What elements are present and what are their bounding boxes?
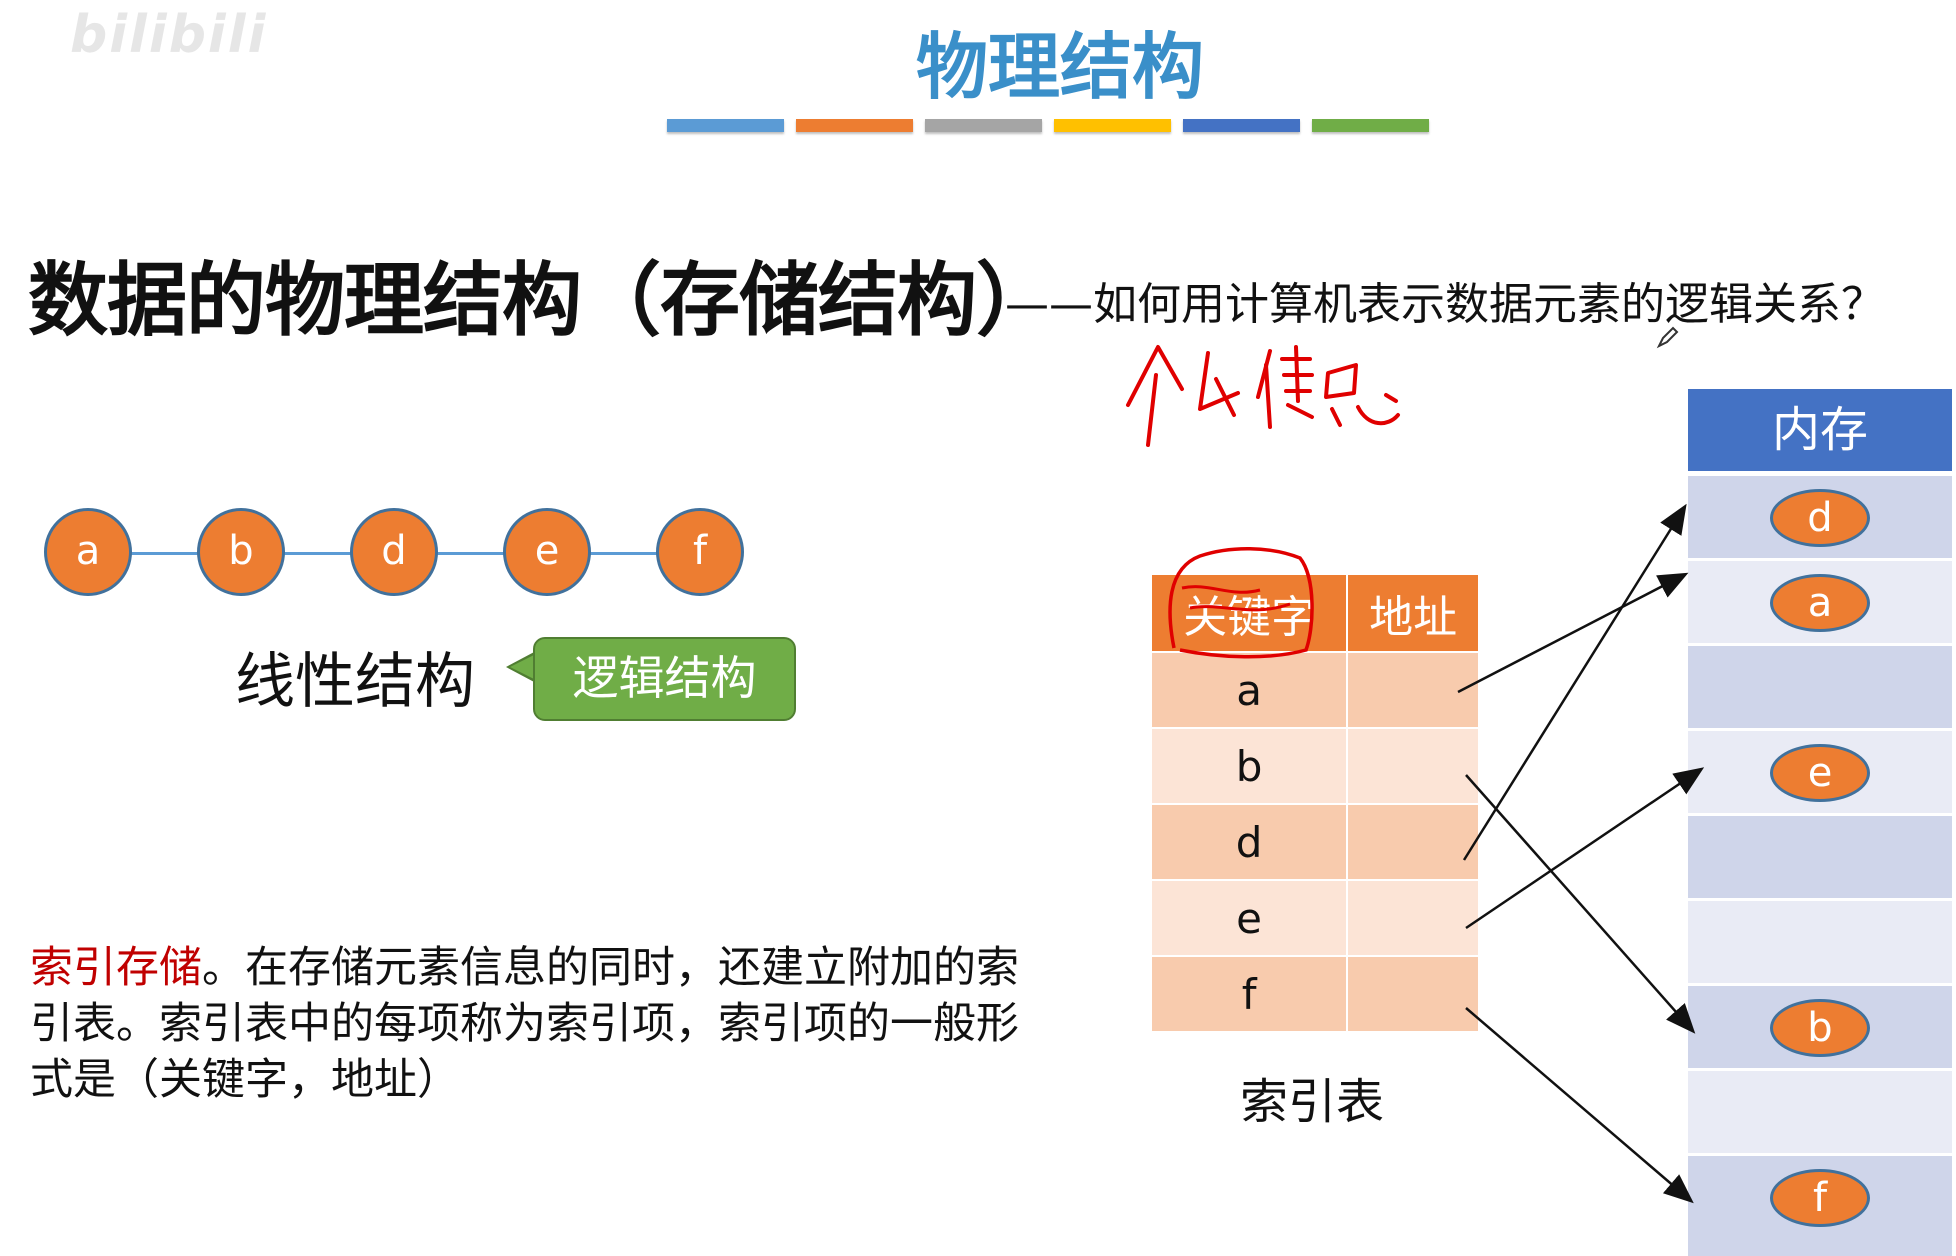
key-cell: b [1149, 727, 1349, 805]
sub-heading: ——如何用计算机表示数据元素的逻辑关系？ [1005, 279, 1885, 330]
memory-node-a: a [1770, 574, 1870, 632]
node-e: e [503, 508, 591, 596]
arrow-a-to-memory [1457, 572, 1689, 694]
address-cell [1346, 803, 1480, 881]
address-cell [1346, 879, 1480, 957]
table-row: f [1149, 955, 1480, 1033]
handwritten-circle-mark [1168, 546, 1314, 659]
memory-cell [1688, 816, 1952, 898]
handwritten-note-personal-info [1126, 345, 1400, 447]
memory-node-f: f [1770, 1169, 1870, 1227]
key-cell: d [1149, 803, 1349, 881]
table-row: e [1149, 879, 1480, 957]
arrow-b-to-memory [1465, 774, 1696, 1034]
key-cell: f [1149, 955, 1349, 1033]
index-storage-description: 索引存储。在存储元素信息的同时，还建立附加的索引表。索引表中的每项称为索引项，索… [30, 940, 1050, 1108]
arrow-f-to-memory [1465, 1007, 1694, 1204]
index-table: 关键字 地址 a b d e f [1149, 573, 1480, 1033]
memory-cell [1688, 646, 1952, 728]
memory-node-e: e [1770, 744, 1870, 802]
memory-node-d: d [1770, 489, 1870, 547]
memory-header: 内存 [1688, 389, 1952, 471]
linear-structure-label: 线性结构 [235, 647, 475, 717]
table-row: b [1149, 727, 1480, 805]
bilibili-watermark: bilibili [70, 5, 268, 65]
arrow-e-to-memory [1465, 767, 1705, 930]
title-bar-segment [667, 119, 784, 132]
node-d: d [350, 508, 438, 596]
index-storage-text: 。在存储元素信息的同时，还建立附加的索引表。索引表中的每项称为索引项，索引项的一… [30, 943, 1019, 1105]
pen-cursor-icon [1656, 326, 1679, 349]
memory-node-b: b [1770, 999, 1870, 1057]
address-cell [1346, 651, 1480, 729]
slide-title: 物理结构 [915, 25, 1204, 109]
table-row: a [1149, 651, 1480, 729]
header-address: 地址 [1346, 573, 1480, 653]
memory-cell [1688, 1071, 1952, 1153]
address-cell [1346, 955, 1480, 1033]
title-color-bar [667, 119, 1429, 132]
key-cell: a [1149, 651, 1349, 729]
index-storage-term: 索引存储 [30, 943, 202, 993]
key-cell: e [1149, 879, 1349, 957]
node-a: a [44, 508, 132, 596]
title-bar-segment [796, 119, 913, 132]
callout-tail-fill [510, 654, 536, 680]
arrow-d-to-memory [1462, 503, 1687, 861]
title-bar-segment [1054, 119, 1171, 132]
address-cell [1346, 727, 1480, 805]
logical-structure-callout: 逻辑结构 [533, 637, 796, 721]
title-bar-segment [1183, 119, 1300, 132]
node-f: f [656, 508, 744, 596]
title-bar-segment [1312, 119, 1429, 132]
memory-cell [1688, 901, 1952, 983]
main-heading: 数据的物理结构（存储结构） [28, 254, 1056, 347]
index-table-caption: 索引表 [1240, 1074, 1385, 1130]
header-key: 关键字 [1149, 573, 1349, 653]
node-b: b [197, 508, 285, 596]
table-row: d [1149, 803, 1480, 881]
title-bar-segment [925, 119, 1042, 132]
